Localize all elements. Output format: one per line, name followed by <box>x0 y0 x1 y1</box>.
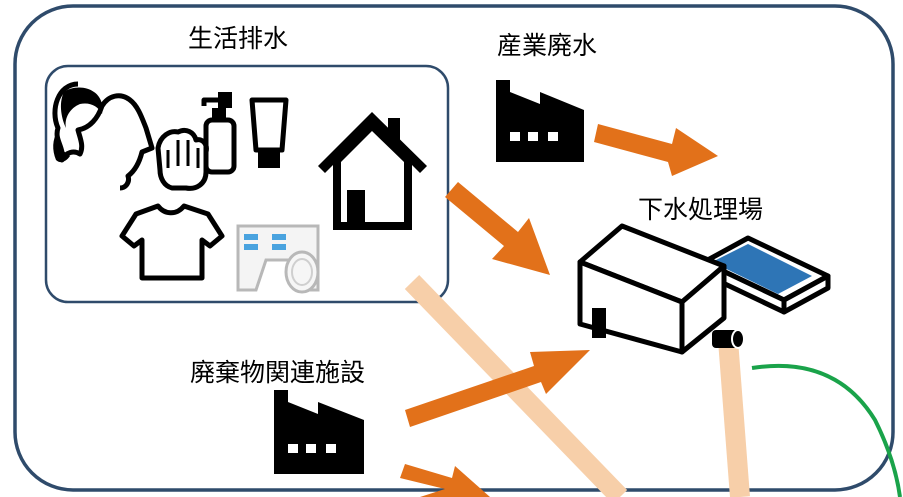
industrial-label: 産業廃水 <box>497 31 597 60</box>
treatment-plant-icon <box>577 223 831 355</box>
pipe-vertical <box>718 339 750 497</box>
domestic-frame <box>44 64 450 304</box>
arrow-waste <box>405 350 590 427</box>
pump-bottle-icon <box>201 92 237 175</box>
arrows <box>400 124 718 497</box>
domestic-label: 生活排水 <box>188 24 288 53</box>
arrow-industrial <box>594 124 718 176</box>
factory-icon <box>274 390 364 474</box>
tshirt-icon <box>119 203 225 281</box>
plant-label: 下水処理場 <box>638 195 763 224</box>
arrow-lower <box>400 464 490 497</box>
tube-icon <box>249 97 289 168</box>
factory-icon <box>496 80 584 162</box>
house-icon <box>318 112 427 230</box>
diaper-icon <box>236 224 320 294</box>
arrow-domestic <box>445 182 550 275</box>
green-pipe <box>751 363 902 497</box>
waste-facility-label: 廃棄物関連施設 <box>190 358 365 387</box>
woman-washing-face-icon <box>52 81 209 191</box>
